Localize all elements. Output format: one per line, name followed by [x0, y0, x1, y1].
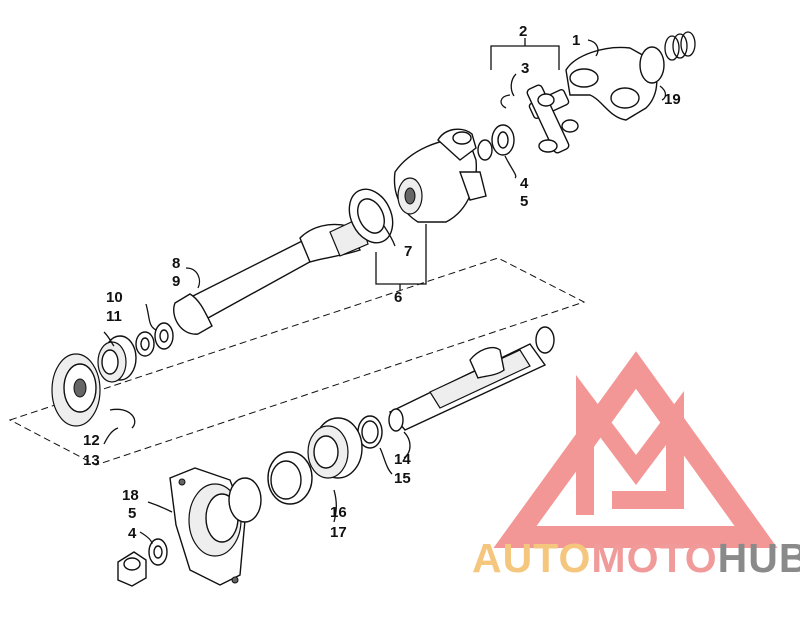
callout-17: 17 [330, 524, 347, 541]
washer [477, 139, 493, 161]
callout-4: 4 [520, 175, 529, 192]
slip-yoke [393, 128, 487, 223]
callout-6: 6 [394, 289, 402, 306]
callout-7: 7 [404, 243, 412, 260]
watermark-text: AUTOMOTOHUB [472, 535, 800, 581]
callout-5: 5 [520, 193, 528, 210]
callout-5-lower: 5 [128, 505, 136, 522]
callout-8: 8 [172, 255, 180, 272]
callout-11: 11 [106, 308, 122, 325]
watermark-moto: MOTO [591, 535, 717, 581]
end-yoke [565, 46, 665, 121]
bevel-gear [51, 353, 136, 429]
lower-output-shaft [388, 326, 555, 432]
callout-16: 16 [330, 504, 347, 521]
callout-19: 19 [664, 91, 681, 108]
automotohub-logo-icon [493, 351, 778, 548]
bearing [97, 335, 137, 383]
watermark-hub: HUB [718, 535, 800, 581]
callout-14: 14 [394, 451, 411, 468]
universal-joint-cross [500, 84, 579, 154]
watermark-auto: AUTO [472, 535, 591, 581]
nut [117, 551, 147, 587]
callout-4-lower: 4 [128, 525, 137, 542]
callout-12: 12 [83, 432, 100, 449]
shaft-bearing [267, 417, 363, 505]
callout-13: 13 [83, 452, 100, 469]
upper-drive-shaft [173, 188, 394, 335]
callout-10: 10 [106, 289, 123, 306]
callout-9: 9 [172, 273, 180, 290]
callout-2: 2 [519, 23, 527, 40]
snap-ring-set [664, 31, 696, 61]
bearing-housing [169, 467, 262, 586]
assembly-outline [8, 257, 586, 466]
callout-3: 3 [521, 60, 529, 77]
callout-1: 1 [572, 32, 580, 49]
callout-15: 15 [394, 470, 411, 487]
callout-labels: 1 2 3 4 5 6 7 8 9 10 11 12 13 14 15 16 1… [83, 23, 681, 542]
callout-18: 18 [122, 487, 139, 504]
leader-lines [103, 38, 667, 545]
